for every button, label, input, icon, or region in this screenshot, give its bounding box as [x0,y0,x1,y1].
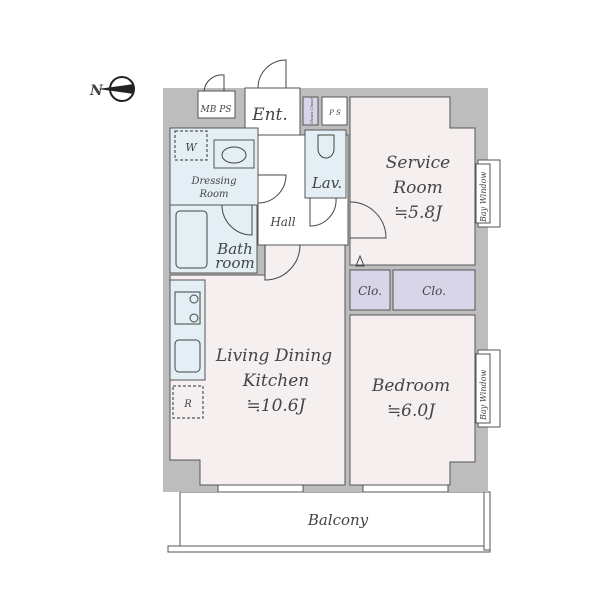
bedroom-area: ≒6.0J [387,401,436,421]
sink [213,139,255,169]
bath-label-1: Bath [216,240,253,258]
service-room-label-1: Service [386,153,450,173]
ldk-door[interactable] [264,244,301,281]
service-room-door[interactable] [349,201,387,239]
dressing-door[interactable] [257,174,287,204]
balcony-label: Balcony [307,511,369,529]
stove-icon [174,291,201,325]
entrance [244,87,301,136]
ldk-label-1: Living Dining [215,346,332,366]
bay-window-bedroom[interactable]: Bay Window [475,349,501,428]
closet-marker-icon [355,254,365,267]
closet-small-label: Clo. [358,284,382,298]
washer-space [174,130,208,161]
dressing-label-1: Dressing [190,176,236,187]
dressing-label-2: Room [198,189,228,200]
kitchen-sink-icon [174,339,201,373]
closet-large-label: Clo. [422,284,446,298]
bath-label-2: room [215,254,254,272]
refrigerator-label: R [183,399,192,410]
bathroom [169,204,258,274]
toilet-icon [317,134,335,159]
ldk-area: ≒10.6J [247,396,307,416]
lavatory-door[interactable] [309,197,337,227]
ps-label: P S [328,109,341,117]
lavatory-label: Lav. [311,174,342,192]
lavatory [304,129,347,199]
bay-window-service[interactable]: Bay Window [475,159,501,228]
shoes-closet-label: Shoes Closet [309,97,314,124]
bathtub-icon [175,210,208,269]
compass-icon: N [89,76,135,102]
kitchen-counter [169,279,206,381]
closet-small [349,269,391,311]
bath-door[interactable] [221,204,253,236]
ldk-window[interactable] [217,484,304,493]
balcony: Balcony [167,491,491,553]
closet-large [392,269,476,311]
mb-ps [197,90,236,119]
service-room [349,96,476,266]
ldk-label-2: Kitchen [242,371,309,391]
washer-label: W [185,141,198,154]
bay-window-label: Bay Window [479,172,488,223]
shoes-closet [302,96,319,126]
ps-shaft [321,96,348,126]
bedroom [349,314,476,486]
entrance-label: Ent. [251,105,288,125]
bay-window-label: Bay Window [479,370,488,421]
service-room-label-2: Room [392,178,442,198]
bedroom-label: Bedroom [371,376,450,396]
mb-door[interactable] [203,74,225,92]
bedroom-window[interactable] [362,484,449,493]
mb-ps-label: MB PS [200,105,232,115]
compass-north-label: N [89,83,104,99]
refrigerator-space [172,385,204,419]
hall-label: Hall [269,215,295,229]
sink-basin-icon [221,146,247,164]
entrance-door[interactable] [257,59,287,89]
service-room-area: ≒5.8J [394,203,443,223]
